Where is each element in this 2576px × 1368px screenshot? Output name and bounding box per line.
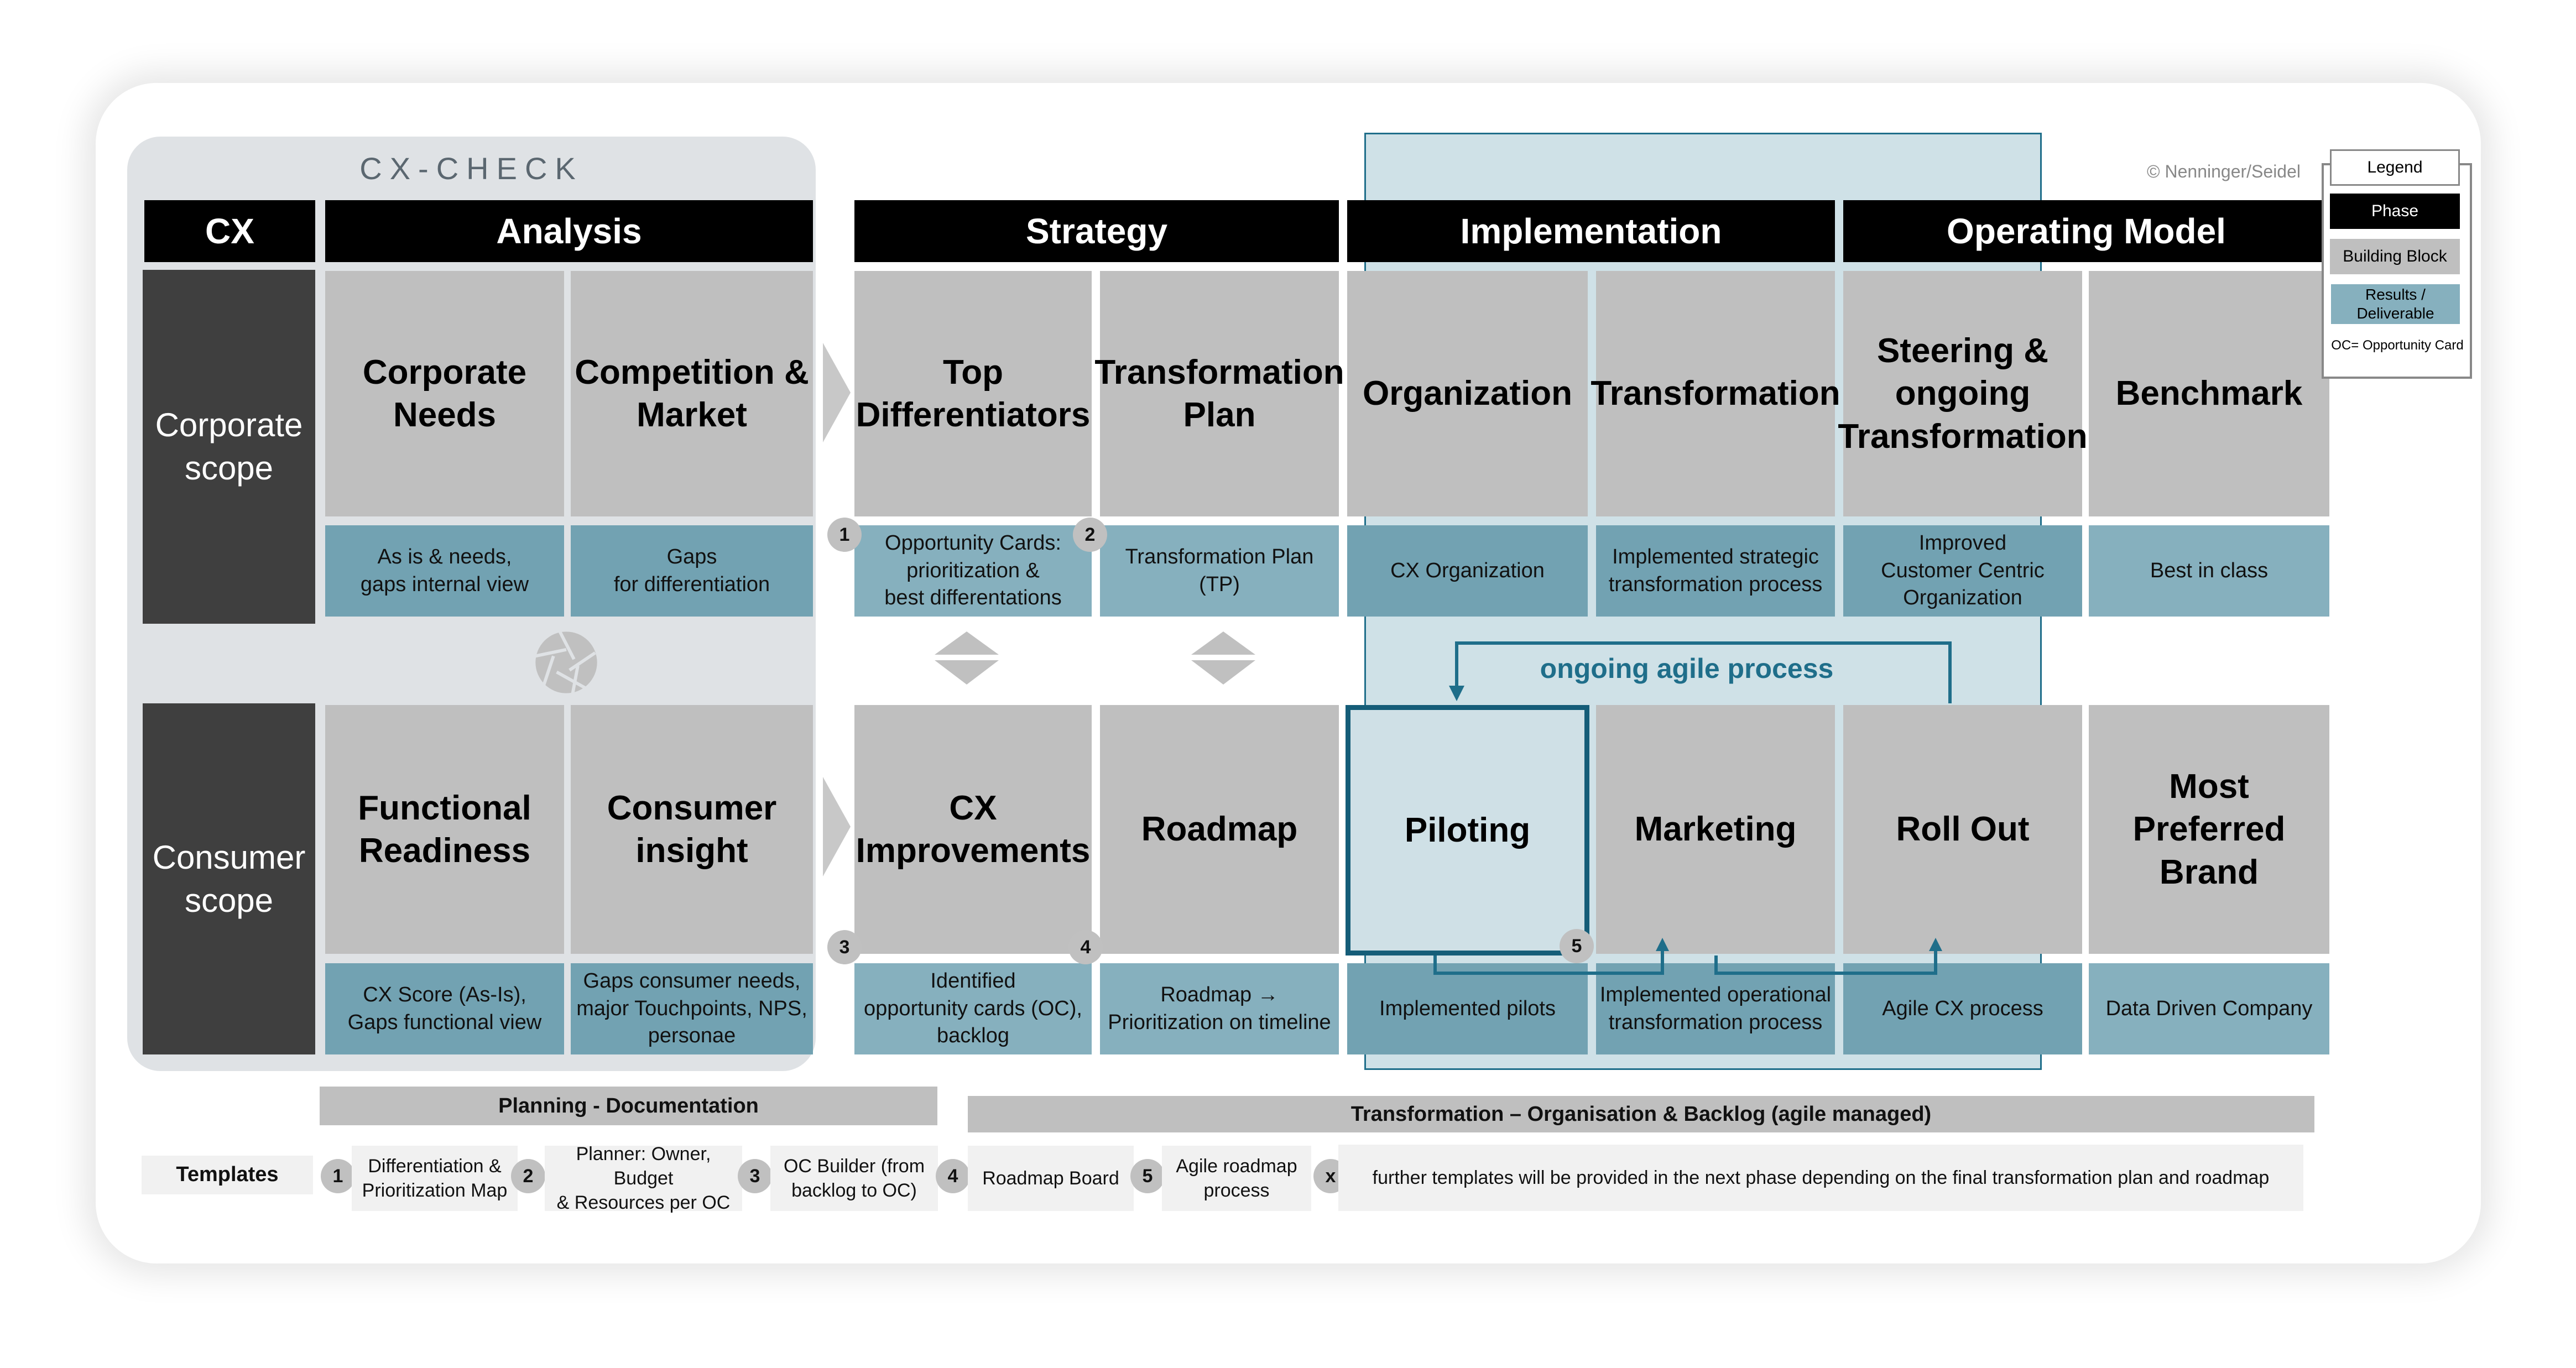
result-improved-organization: Improved Customer Centric Organization <box>1843 525 2082 617</box>
agile-process-label: ongoing agile process <box>1540 653 1834 684</box>
template-badge-1: 1 <box>321 1159 355 1193</box>
result-cx-score: CX Score (As-Is), Gaps functional view <box>325 963 564 1054</box>
block-consumer-insight: Consumer insight <box>571 705 813 954</box>
template-planner[interactable]: Planner: Owner, Budget & Resources per O… <box>545 1144 742 1213</box>
block-benchmark: Benchmark <box>2089 271 2329 516</box>
up-down-arrows-icon <box>1191 631 1255 685</box>
phase-cx: CX <box>144 200 315 262</box>
phase-analysis: Analysis <box>325 200 813 262</box>
legend-results: Results / Deliverable <box>2331 284 2460 324</box>
block-piloting: Piloting <box>1346 705 1589 955</box>
template-roadmap-board[interactable]: Roadmap Board <box>968 1146 1134 1211</box>
chevron-right-icon <box>823 343 851 442</box>
badge-5: 5 <box>1560 929 1594 963</box>
result-agile-cx-process: Agile CX process <box>1843 963 2082 1054</box>
transformation-bar: Transformation – Organisation & Backlog … <box>968 1096 2314 1132</box>
result-data-driven-company: Data Driven Company <box>2089 963 2329 1054</box>
block-functional-readiness: Functional Readiness <box>325 705 564 954</box>
template-badge-5: 5 <box>1130 1159 1165 1193</box>
result-implemented-strategic: Implemented strategic transformation pro… <box>1596 525 1835 617</box>
result-transformation-plan: Transformation Plan (TP) <box>1100 525 1339 617</box>
template-agile-roadmap[interactable]: Agile roadmap process <box>1162 1146 1311 1211</box>
result-opportunity-cards: Opportunity Cards: prioritization & best… <box>854 525 1092 617</box>
planning-documentation-bar: Planning - Documentation <box>320 1087 937 1125</box>
result-best-in-class: Best in class <box>2089 525 2329 617</box>
badge-3: 3 <box>827 930 862 964</box>
result-as-is-needs: As is & needs, gaps internal view <box>325 525 564 617</box>
badge-1: 1 <box>827 518 862 552</box>
legend-phase: Phase <box>2330 194 2460 229</box>
chevron-right-icon <box>823 777 851 876</box>
block-transformation: Transformation <box>1591 271 1840 516</box>
result-gaps-consumer-needs: Gaps consumer needs, major Touchpoints, … <box>571 963 813 1054</box>
legend-title: Legend <box>2330 149 2460 186</box>
result-gaps-differentiation: Gaps for differentiation <box>571 525 813 617</box>
block-cx-improvements: CX Improvements <box>854 705 1092 954</box>
template-badge-3: 3 <box>738 1159 772 1193</box>
block-roadmap: Roadmap <box>1100 705 1339 954</box>
template-badge-2: 2 <box>511 1159 545 1193</box>
badge-4: 4 <box>1068 930 1103 964</box>
phase-implementation: Implementation <box>1347 200 1835 262</box>
result-implemented-operational: Implemented operational transformation p… <box>1596 963 1835 1054</box>
legend-note: OC= Opportunity Card <box>2331 337 2464 353</box>
phase-operating-model: Operating Model <box>1843 200 2329 262</box>
block-organization: Organization <box>1347 271 1588 516</box>
result-roadmap-prioritization: Roadmap → Prioritization on timeline <box>1100 963 1339 1054</box>
up-down-arrows-icon <box>935 631 999 685</box>
block-marketing: Marketing <box>1596 705 1835 954</box>
result-identified-opportunity-cards: Identified opportunity cards (OC), backl… <box>854 963 1092 1054</box>
result-implemented-pilots: Implemented pilots <box>1347 963 1588 1054</box>
phase-strategy: Strategy <box>854 200 1339 262</box>
template-oc-builder[interactable]: OC Builder (from backlog to OC) <box>770 1146 938 1211</box>
badge-2: 2 <box>1073 518 1107 552</box>
cx-check-title: CX-CHECK <box>359 151 583 186</box>
templates-label: Templates <box>142 1156 313 1194</box>
legend-building-block: Building Block <box>2330 239 2460 274</box>
template-differentiation-map[interactable]: Differentiation & Prioritization Map <box>352 1146 518 1211</box>
template-badge-4: 4 <box>936 1159 970 1193</box>
block-transformation-plan: Transformation Plan <box>1094 271 1344 516</box>
result-cx-organization: CX Organization <box>1347 525 1588 617</box>
consumer-scope: Consumer scope <box>143 703 315 1054</box>
block-most-preferred-brand: Most Preferred Brand <box>2089 705 2329 954</box>
block-roll-out: Roll Out <box>1843 705 2082 954</box>
corporate-scope: Corporate scope <box>143 270 315 624</box>
block-steering: Steering & ongoing Transformation <box>1838 271 2088 516</box>
block-top-differentiators: Top Differentiators <box>854 271 1092 516</box>
block-competition-market: Competition & Market <box>571 271 813 516</box>
block-corporate-needs: Corporate Needs <box>325 271 564 516</box>
template-further-note: further templates will be provided in th… <box>1338 1145 2303 1211</box>
aperture-icon <box>535 630 597 694</box>
copyright: © Nenninger/Seidel <box>2147 161 2301 181</box>
